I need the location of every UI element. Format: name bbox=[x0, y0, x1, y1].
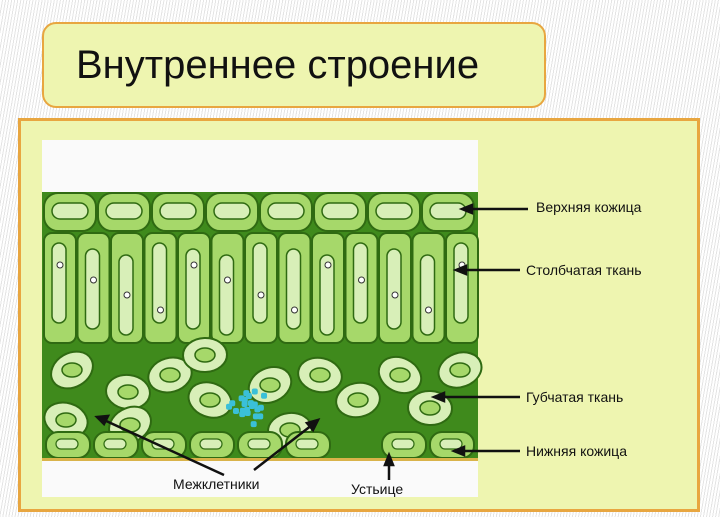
cell-vacuole bbox=[103, 438, 127, 450]
chloroplast bbox=[56, 261, 64, 269]
cell-vacuole bbox=[51, 242, 67, 324]
cell-vacuole bbox=[309, 367, 331, 383]
chloroplast bbox=[224, 276, 231, 284]
vascular-bundle-cell bbox=[243, 390, 250, 397]
arrowhead bbox=[430, 391, 446, 403]
cell-vacuole bbox=[389, 367, 411, 383]
label-intercellular: Межклетники bbox=[173, 476, 260, 492]
label-stoma: Устьице bbox=[351, 481, 404, 497]
cell-vacuole bbox=[247, 438, 271, 450]
cell-vacuole bbox=[429, 202, 467, 220]
vascular-bundle-cell bbox=[250, 421, 257, 428]
page-title: Внутреннее строение bbox=[76, 42, 480, 87]
cell-vacuole bbox=[259, 377, 281, 393]
cell-vacuole bbox=[199, 438, 223, 450]
arrowhead bbox=[458, 203, 474, 215]
arrowhead bbox=[450, 445, 466, 457]
cuticle bbox=[42, 458, 478, 461]
arrowhead bbox=[452, 264, 468, 276]
chloroplast bbox=[257, 291, 265, 299]
vascular-bundle-cell bbox=[238, 395, 245, 402]
cell-vacuole bbox=[194, 347, 216, 363]
cell-vacuole bbox=[319, 254, 335, 336]
cell-vacuole bbox=[391, 438, 415, 450]
arrowhead bbox=[383, 451, 395, 467]
arrow-intercellular-1 bbox=[103, 418, 225, 477]
cell-vacuole bbox=[105, 202, 143, 220]
cell-vacuole bbox=[213, 202, 251, 220]
cell-vacuole bbox=[449, 362, 471, 378]
chloroplast bbox=[190, 261, 198, 269]
cell-vacuole bbox=[218, 254, 235, 336]
vascular-bundle-cell bbox=[226, 403, 233, 410]
cell-vacuole bbox=[439, 438, 463, 450]
chloroplast bbox=[358, 276, 365, 284]
label-upper-epidermis: Верхняя кожица bbox=[536, 199, 642, 215]
chloroplast bbox=[123, 291, 131, 299]
vascular-bundle-cell bbox=[241, 400, 248, 407]
cell-vacuole bbox=[419, 400, 441, 416]
arrowhead bbox=[304, 418, 321, 433]
vascular-bundle-cell bbox=[239, 411, 246, 418]
cell-vacuole bbox=[117, 384, 139, 400]
cell-vacuole bbox=[61, 362, 83, 378]
cell-vacuole bbox=[151, 438, 175, 450]
chloroplast bbox=[425, 306, 432, 314]
vascular-bundle-cell bbox=[244, 409, 251, 416]
cell-vacuole bbox=[347, 392, 369, 408]
cell-vacuole bbox=[285, 248, 302, 330]
cell-vacuole bbox=[84, 248, 101, 330]
label-palisade: Столбчатая ткань bbox=[526, 262, 642, 278]
vascular-bundle-cell bbox=[257, 404, 264, 411]
cell-vacuole bbox=[386, 248, 402, 330]
vascular-bundle-cell bbox=[257, 413, 264, 420]
vascular-bundle-cell bbox=[261, 392, 268, 399]
chloroplast bbox=[291, 306, 298, 314]
cell-vacuole bbox=[159, 367, 181, 383]
cell-vacuole bbox=[51, 202, 89, 220]
chloroplast bbox=[324, 261, 332, 269]
cell-vacuole bbox=[295, 438, 319, 450]
cell-vacuole bbox=[159, 202, 197, 220]
label-arrows bbox=[94, 203, 528, 480]
arrow-intercellular-2 bbox=[253, 424, 313, 471]
title-box: Внутреннее строение bbox=[42, 22, 546, 108]
cell-vacuole bbox=[267, 202, 305, 220]
chloroplast bbox=[391, 291, 399, 299]
cell-vacuole bbox=[252, 242, 268, 324]
cell-vacuole bbox=[151, 242, 168, 324]
cell-vacuole bbox=[375, 202, 413, 220]
arrowhead bbox=[94, 414, 111, 427]
chloroplast bbox=[157, 306, 164, 314]
cell-vacuole bbox=[55, 412, 77, 428]
cell-vacuole bbox=[55, 438, 79, 450]
cell-vacuole bbox=[453, 242, 469, 324]
cell-vacuole bbox=[199, 392, 221, 408]
label-spongy: Губчатая ткань bbox=[526, 389, 624, 405]
cell-vacuole bbox=[419, 254, 436, 336]
vascular-bundle-cell bbox=[232, 407, 239, 414]
vascular-bundle-cell bbox=[247, 400, 254, 407]
cell-vacuole bbox=[321, 202, 359, 220]
chloroplast bbox=[90, 276, 97, 284]
label-lower-epidermis: Нижняя кожица bbox=[526, 443, 627, 459]
cell-vacuole bbox=[185, 248, 201, 330]
vascular-bundle-cell bbox=[251, 388, 258, 395]
